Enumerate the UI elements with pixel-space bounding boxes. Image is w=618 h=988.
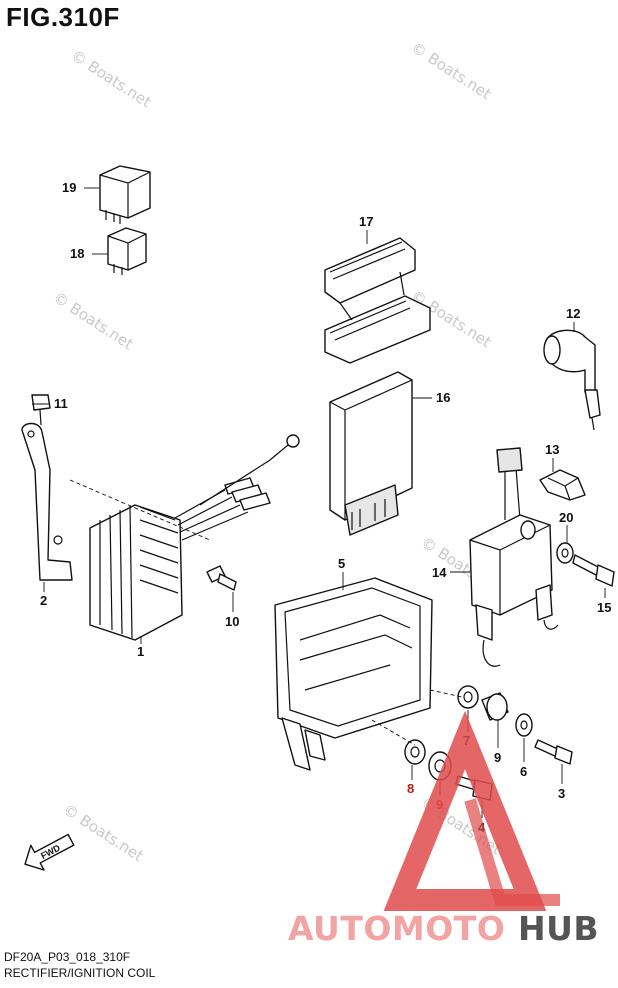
callout-3: 3: [558, 786, 565, 801]
logo-word-automoto: AUTOMOTO: [288, 909, 505, 948]
callout-15: 15: [597, 600, 611, 615]
logo-triangle-outer: [383, 710, 547, 911]
fwd-arrow: FWD: [24, 833, 75, 871]
callout-9-upper: 9: [494, 750, 501, 765]
part-10-bolt: [206, 565, 237, 591]
part-20-washer: [556, 542, 574, 564]
part-7-grommet: [457, 685, 479, 709]
part-14-ignition-coil: [469, 447, 559, 667]
callout-18: 18: [70, 246, 84, 261]
callout-12: 12: [566, 306, 580, 321]
part-16-cdi-unit: [329, 371, 413, 536]
footer-name: RECTIFIER/IGNITION COIL: [4, 966, 156, 980]
part-13-clamp: [539, 469, 586, 501]
callout-17: 17: [359, 214, 373, 229]
part-9-collar: [481, 692, 509, 721]
callouts: 19 18 17 12 16 13 20 14 15 11 2 1 10 5 7…: [40, 180, 611, 835]
watermarks: © Boats.net © Boats.net © Boats.net © Bo…: [50, 38, 505, 865]
callout-5: 5: [338, 556, 345, 571]
callout-19: 19: [62, 180, 76, 195]
callout-16: 16: [436, 390, 450, 405]
callout-13: 13: [545, 442, 559, 457]
callout-2: 2: [40, 593, 47, 608]
watermark: © Boats.net: [60, 800, 147, 865]
watermark: © Boats.net: [68, 46, 155, 111]
callout-20: 20: [559, 510, 573, 525]
callout-1: 1: [137, 644, 144, 659]
logo-word-hub: HUB: [518, 909, 599, 948]
part-19-relay: [99, 165, 151, 224]
part-17-cover: [324, 237, 431, 364]
callout-10: 10: [225, 614, 239, 629]
part-5-bracket-tray: [274, 577, 433, 771]
part-2-bracket: [21, 422, 73, 581]
callout-6: 6: [520, 764, 527, 779]
callout-14: 14: [432, 565, 447, 580]
part-18-relay: [107, 227, 147, 275]
callout-11: 11: [54, 396, 68, 411]
part-15-bolt: [572, 554, 615, 587]
part-1-rectifier: [89, 434, 300, 641]
callout-8: 8: [407, 781, 414, 796]
watermark: © Boats.net: [50, 288, 137, 353]
figure-title: FIG.310F: [6, 2, 120, 32]
watermark: © Boats.net: [408, 38, 495, 103]
part-6-washer: [515, 713, 533, 737]
leader-lines: [32, 187, 606, 818]
footer-code: DF20A_P03_018_310F: [4, 950, 131, 964]
part-12-plug-cap: [543, 329, 601, 431]
part-8-grommet: [404, 739, 426, 765]
part-3-bolt: [534, 739, 573, 765]
part-11-bolt: [31, 394, 51, 426]
automotohub-logo: AUTOMOTO HUB: [288, 710, 599, 948]
